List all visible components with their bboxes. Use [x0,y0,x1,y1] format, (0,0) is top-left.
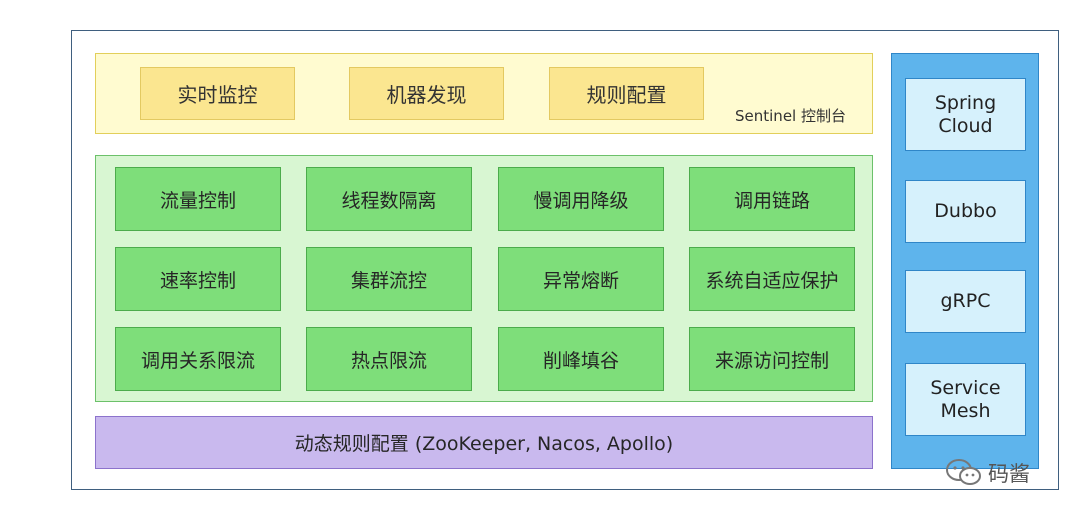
console-item-realtime-monitoring: 实时监控 [140,67,295,120]
dynamic-rule-config-panel: 动态规则配置 (ZooKeeper, Nacos, Apollo) [95,416,873,469]
feature-box: 来源访问控制 [689,327,855,391]
feature-box: 调用关系限流 [115,327,281,391]
feature-box: 系统自适应保护 [689,247,855,311]
feature-box: 速率控制 [115,247,281,311]
sentinel-console-label: Sentinel 控制台 [735,107,846,125]
feature-box: 慢调用降级 [498,167,664,231]
feature-box: 线程数隔离 [306,167,472,231]
feature-box: 异常熔断 [498,247,664,311]
framework-spring-cloud: Spring Cloud [905,78,1026,151]
dynamic-rule-config-label: 动态规则配置 (ZooKeeper, Nacos, Apollo) [294,433,674,455]
wechat-icon [946,459,981,485]
framework-service-mesh: Service Mesh [905,363,1026,436]
console-item-rule-config: 规则配置 [549,67,704,120]
feature-box: 流量控制 [115,167,281,231]
feature-box: 调用链路 [689,167,855,231]
feature-box: 热点限流 [306,327,472,391]
framework-grpc: gRPC [905,270,1026,333]
feature-box: 削峰填谷 [498,327,664,391]
watermark: 码酱 [944,458,1030,488]
framework-dubbo: Dubbo [905,180,1026,243]
feature-box: 集群流控 [306,247,472,311]
watermark-text: 码酱 [988,462,1030,486]
console-item-machine-discovery: 机器发现 [349,67,504,120]
